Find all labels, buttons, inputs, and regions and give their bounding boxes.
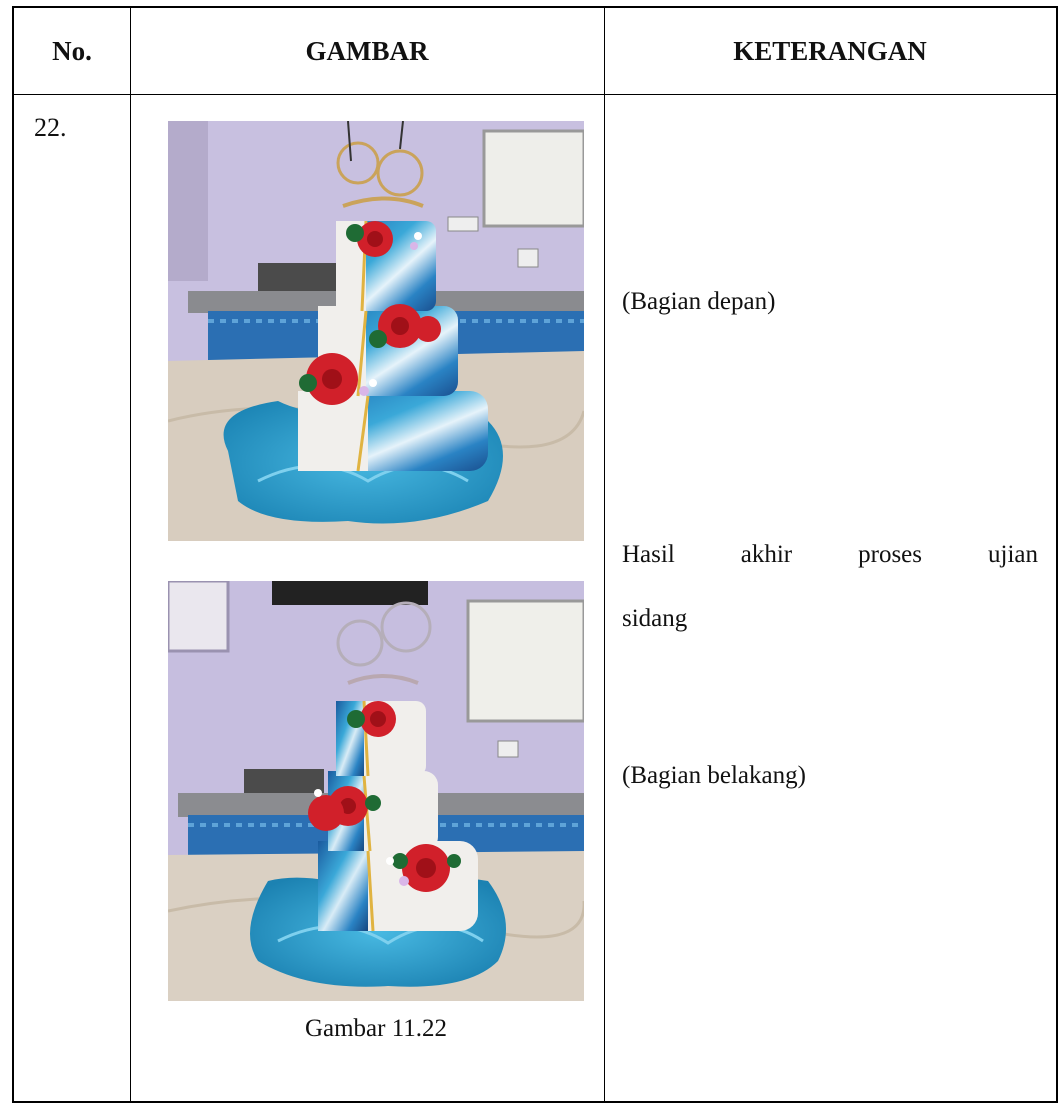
description-word: proses: [858, 541, 923, 568]
description-line-1: Hasil akhir proses ujian: [622, 523, 1038, 587]
description-word: Hasil: [622, 541, 675, 568]
cake-photo-front: [168, 121, 584, 541]
cake-photo-back: [168, 581, 584, 1001]
description-word: ujian: [988, 541, 1038, 568]
note-back: (Bagian belakang): [622, 762, 806, 789]
column-divider: [604, 8, 605, 1101]
note-front: (Bagian depan): [622, 288, 776, 315]
row-number: 22.: [34, 113, 67, 142]
description-line-2: sidang: [622, 605, 688, 632]
header-gambar: GAMBAR: [305, 35, 429, 66]
description-word: akhir: [740, 541, 793, 568]
description: Hasil akhir proses ujian sidang: [622, 523, 1038, 651]
table: No. GAMBAR KETERANGAN: [12, 6, 1058, 1103]
header-keterangan: KETERANGAN: [733, 35, 927, 66]
header-no: No.: [52, 35, 92, 66]
header-divider: [14, 94, 1056, 95]
image-caption: Gambar 11.22: [304, 1015, 448, 1042]
column-divider: [130, 8, 131, 1101]
